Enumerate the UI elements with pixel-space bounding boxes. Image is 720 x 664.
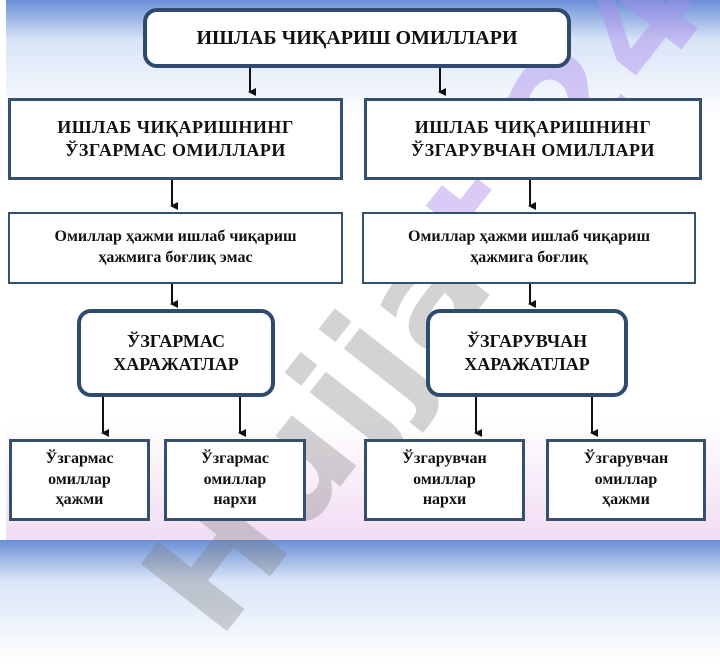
fixed-factors-header: ИШЛАБ ЧИҚАРИШНИНГ ЎЗГАРМАС ОМИЛЛАРИ [8, 98, 343, 180]
variable-factors-header: ИШЛАБ ЧИҚАРИШНИНГ ЎЗГАРУВЧАН ОМИЛЛАРИ [364, 98, 702, 180]
fixed-factors-volume: Ўзгармас омиллар ҳажми [9, 439, 150, 521]
fixed-factors-price: Ўзгармас омиллар нархи [164, 439, 306, 521]
variable-factors-volume: Ўзгарувчан омиллар ҳажми [546, 439, 706, 521]
variable-factors-description: Омиллар ҳажми ишлаб чиқариш ҳажмига боғл… [362, 212, 696, 284]
left-edge [0, 0, 6, 540]
title-text: ИШЛАБ ЧИҚАРИШ ОМИЛЛАРИ [196, 27, 518, 49]
fixed-costs-box: ЎЗГАРМАС ХАРАЖАТЛАР [77, 309, 275, 397]
title-box: ИШЛАБ ЧИҚАРИШ ОМИЛЛАРИ [143, 8, 571, 68]
variable-factors-price: Ўзгарувчан омиллар нархи [364, 439, 525, 521]
variable-costs-box: ЎЗГАРУВЧАН ХАРАЖАТЛАР [426, 309, 628, 397]
fixed-factors-description: Омиллар ҳажми ишлаб чиқариш ҳажмига боғл… [8, 212, 343, 284]
